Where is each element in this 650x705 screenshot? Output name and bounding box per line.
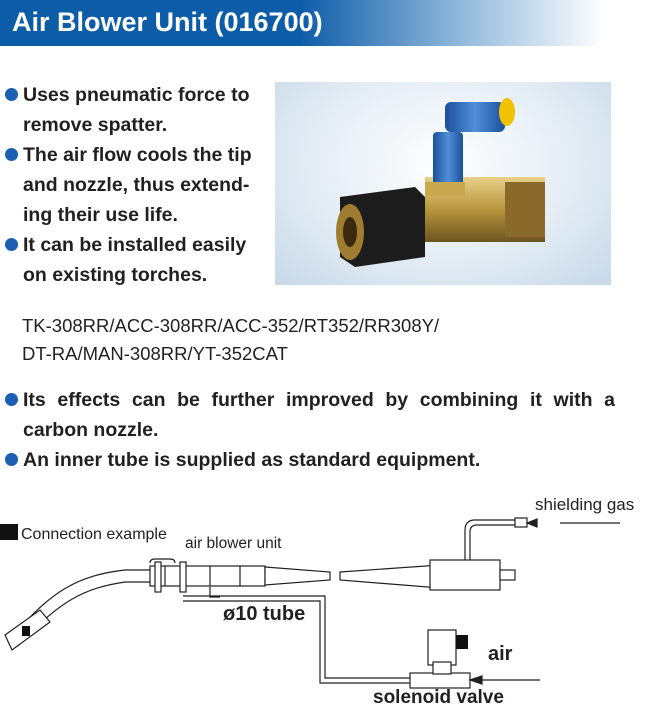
- air-blower-image: [336, 98, 545, 267]
- feature-item: Uses pneumatic force to: [5, 80, 252, 110]
- note-item: Its effects can be further improved by c…: [5, 385, 615, 415]
- compatible-models: TK-308RR/ACC-308RR/ACC-352/RT352/RR308Y/…: [22, 315, 440, 364]
- air-blower-unit-label: air blower unit: [185, 535, 282, 552]
- note-list: Its effects can be further improved by c…: [5, 385, 615, 475]
- feature-item: The air flow cools the tip: [5, 140, 252, 170]
- note-item: An inner tube is supplied as standard eq…: [5, 445, 615, 475]
- bullet-icon: [5, 453, 18, 466]
- connection-heading: Connection example: [21, 526, 167, 543]
- product-photo: [275, 82, 611, 285]
- title-bar: Air Blower Unit (016700): [0, 0, 650, 46]
- tube-label: ø10 tube: [223, 603, 305, 625]
- feature-list: Uses pneumatic force to remove spatter. …: [5, 80, 252, 290]
- bullet-icon: [5, 238, 18, 251]
- bullet-icon: [5, 88, 18, 101]
- feature-item: It can be installed easily: [5, 230, 252, 260]
- bullet-icon: [5, 148, 18, 161]
- solenoid-valve-label: solenoid valve: [373, 687, 504, 705]
- shielding-gas-label: shielding gas: [535, 495, 634, 514]
- bullet-icon: [5, 393, 18, 406]
- connection-diagram: Connection example air blower unit shiel…: [0, 495, 634, 705]
- air-label: air: [488, 643, 513, 665]
- section-marker-icon: [0, 524, 18, 540]
- page-title: Air Blower Unit (016700): [12, 7, 323, 37]
